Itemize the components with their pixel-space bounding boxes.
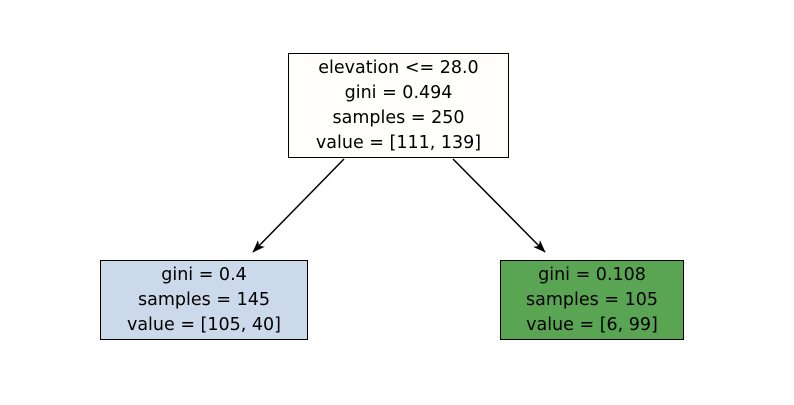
tree-node-left-leaf[interactable]: gini = 0.4 samples = 145 value = [105, 4… (100, 260, 308, 340)
node-right-value: value = [6, 99] (526, 314, 658, 335)
edge-root-to-left (252, 158, 345, 253)
node-root-gini: gini = 0.494 (344, 82, 453, 103)
tree-node-right-leaf[interactable]: gini = 0.108 samples = 105 value = [6, 9… (500, 260, 684, 340)
node-right-samples: samples = 105 (526, 289, 658, 310)
node-left-samples: samples = 145 (138, 289, 270, 310)
edge-root-to-right (452, 158, 546, 253)
node-root-value: value = [111, 139] (315, 132, 482, 153)
node-root-samples: samples = 250 (332, 107, 465, 128)
node-left-value: value = [105, 40] (126, 314, 282, 335)
node-left-gini: gini = 0.4 (161, 264, 247, 285)
node-root-condition: elevation <= 28.0 (318, 57, 479, 78)
tree-node-root[interactable]: elevation <= 28.0 gini = 0.494 samples =… (288, 53, 509, 158)
node-right-gini: gini = 0.108 (538, 264, 646, 285)
